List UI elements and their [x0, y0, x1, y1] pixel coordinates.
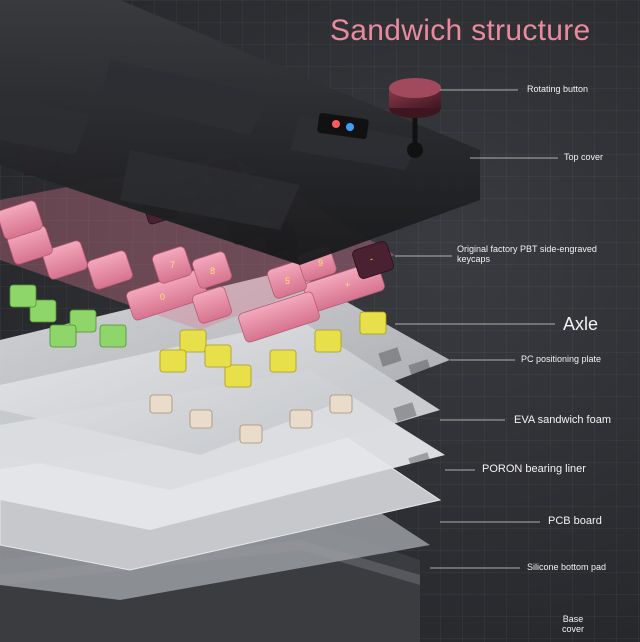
keycap-legend-5: 5 — [285, 276, 290, 286]
diagram-title: Sandwich structure — [330, 14, 591, 48]
label-eva-foam: EVA sandwich foam — [514, 414, 611, 427]
keycap-legend-8: 8 — [210, 266, 215, 276]
keycap-legend-minus: - — [370, 254, 373, 264]
label-top-cover: Top cover — [564, 152, 603, 162]
keycap-legend-dot: . — [215, 317, 218, 327]
keycap-legend-9: 9 — [318, 258, 323, 268]
label-base-cover-line1: Base — [562, 614, 584, 624]
label-rotating-button: Rotating button — [527, 84, 588, 94]
label-pcb-board: PCB board — [548, 515, 602, 528]
label-keycaps-line2: keycaps — [457, 254, 597, 264]
label-keycaps: Original factory PBT side-engraved keyca… — [457, 244, 597, 265]
label-base-cover-line2: cover — [562, 624, 584, 634]
keycap-legend-0: 0 — [160, 292, 165, 302]
label-keycaps-line1: Original factory PBT side-engraved — [457, 244, 597, 254]
label-axle: Axle — [563, 314, 598, 335]
label-pc-plate: PC positioning plate — [521, 354, 601, 364]
label-silicone-pad: Silicone bottom pad — [527, 562, 606, 572]
keycap-legend-7: 7 — [170, 260, 175, 270]
label-base-cover: Base cover — [562, 614, 584, 635]
label-poron-liner: PORON bearing liner — [482, 463, 586, 476]
keycap-legend-plus: + — [345, 280, 350, 290]
